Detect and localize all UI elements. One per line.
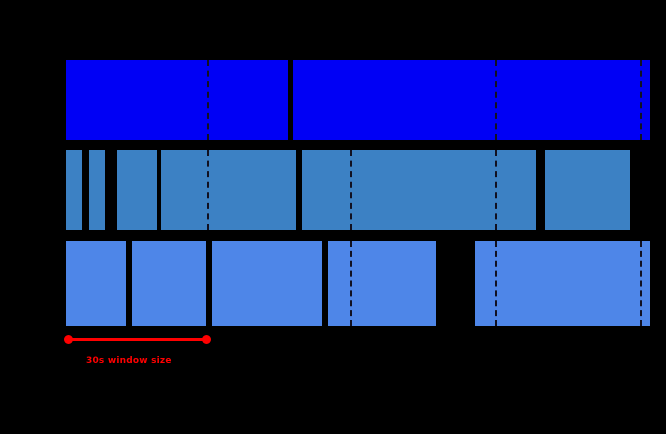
window-boundary-dashed-line: [207, 150, 209, 230]
window-boundary-dashed-line: [350, 241, 352, 326]
timeline-segment[interactable]: [475, 241, 650, 326]
timeline-segment[interactable]: [545, 150, 630, 230]
timeline-segment[interactable]: [89, 150, 105, 230]
timeline-segment[interactable]: [66, 60, 288, 140]
window-boundary-dashed-line: [640, 60, 642, 140]
window-boundary-dashed-line: [350, 150, 352, 230]
timeline-segment[interactable]: [132, 241, 206, 326]
window-boundary-dashed-line: [495, 150, 497, 230]
window-size-annotation-line: [68, 338, 207, 341]
window-size-annotation-end-marker: [202, 335, 211, 344]
window-boundary-dashed-line: [495, 60, 497, 140]
track-1: [0, 60, 666, 140]
timeline-segment[interactable]: [212, 241, 322, 326]
timeline-segment[interactable]: [117, 150, 157, 230]
timeline-segment[interactable]: [302, 150, 536, 230]
window-boundary-dashed-line: [640, 241, 642, 326]
timeline-segment[interactable]: [66, 241, 126, 326]
window-boundary-dashed-line: [207, 60, 209, 140]
timeline-segment[interactable]: [293, 60, 650, 140]
track-3: [0, 241, 666, 326]
timeline-segment[interactable]: [328, 241, 436, 326]
track-2: [0, 150, 666, 230]
window-boundary-dashed-line: [495, 241, 497, 326]
window-size-annotation-start-marker: [64, 335, 73, 344]
timeline-segment[interactable]: [161, 150, 296, 230]
window-size-annotation-label: 30s window size: [86, 356, 172, 366]
timeline-segment[interactable]: [66, 150, 82, 230]
